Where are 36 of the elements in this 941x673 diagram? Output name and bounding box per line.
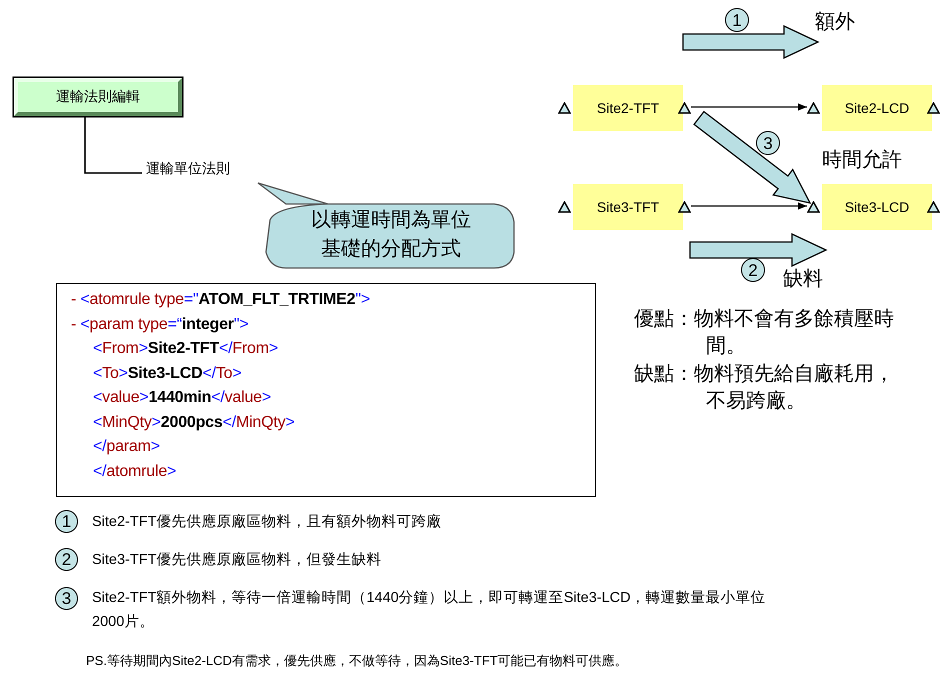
site-box: Site3-TFT: [573, 184, 683, 230]
site-box: Site2-TFT: [573, 85, 683, 131]
step-description: Site2-TFT優先供應原廠區物料，且有額外物料可跨廠: [92, 512, 442, 532]
arrow: [691, 103, 807, 111]
step-description: Site2-TFT額外物料，等待一倍運輸時間（1440分鐘）以上，即可轉運至Site3-LCD，轉運數量最小單位2000片。: [92, 589, 767, 632]
block-arrow: [682, 24, 820, 60]
triangle-marker: [927, 102, 940, 114]
arrow: [691, 202, 807, 210]
triangle-marker: [807, 102, 820, 114]
triangle-marker: [558, 201, 571, 213]
note-text: 缺點：物料預先給自廠耗用，不易跨廠。: [634, 362, 895, 414]
arrow-label: 額外: [815, 10, 855, 35]
triangle-marker: [927, 201, 940, 213]
code-box: - <atomrule type="ATOM_FLT_TRTIME2"> - <param type=“integer"> <From>Site2-TFT</From> <To>Site3-LCD</To> <value>1440min</value> <MinQty>2000pcs</MinQty> </param> </atomrule>: [56, 283, 596, 497]
rule-label: 運輸單位法則: [146, 160, 230, 180]
note-text: PS.等待期間內Site2-LCD有需求，優先供應，不做等待，因為Site3-TFT可能已有物料可供應。: [86, 652, 628, 670]
note-text: 優點：物料不會有多餘積壓時間。: [634, 307, 895, 359]
triangle-marker: [678, 102, 691, 114]
step-number: 2: [741, 258, 765, 282]
step-number: 1: [725, 8, 749, 32]
site-box: Site3-LCD: [822, 184, 932, 230]
step-number: 3: [55, 587, 78, 610]
step-number: 3: [756, 131, 780, 155]
triangle-marker: [807, 201, 820, 213]
step-description: Site3-TFT優先供應原廠區物料，但發生缺料: [92, 550, 382, 570]
arrow-label: 缺料: [783, 267, 823, 292]
block-arrow: [693, 110, 812, 204]
arrow-label: 時間允許: [822, 148, 902, 173]
site-box: Site2-LCD: [822, 85, 932, 131]
block-arrow: [689, 232, 828, 268]
step-number: 2: [55, 548, 78, 571]
step-number: 1: [55, 510, 78, 533]
menu-button: 運輸法則編輯: [14, 78, 182, 116]
triangle-marker: [558, 102, 571, 114]
connector-line: [84, 117, 142, 174]
triangle-marker: [678, 201, 691, 213]
